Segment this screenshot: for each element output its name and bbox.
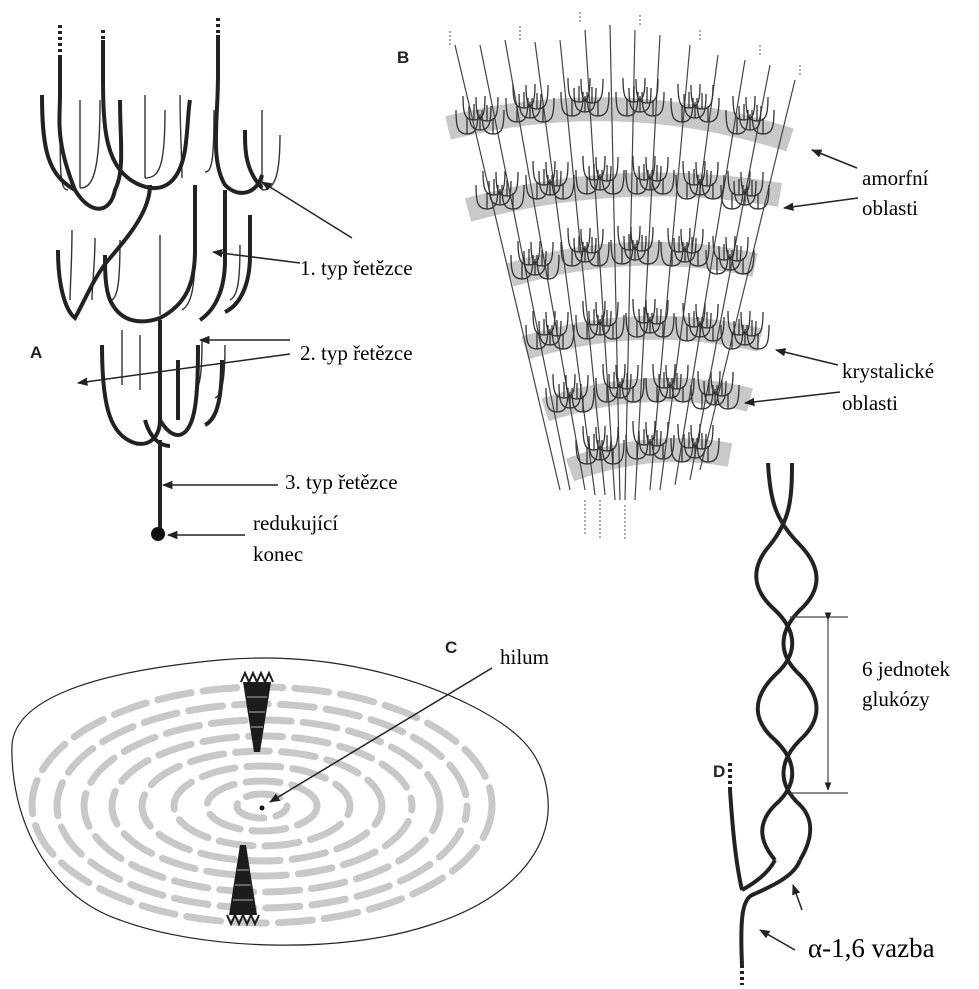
panel-d-diagram: D 6 jednotek glukózy α-1,6 vazba (713, 463, 951, 985)
c-hilum-dot (260, 806, 265, 811)
label-crystalline-1: krystalické (842, 359, 934, 383)
panel-c-diagram: C hilum (12, 638, 549, 945)
panel-b-letter: B (397, 48, 409, 67)
a-dotted-ends (60, 18, 218, 55)
panel-a-diagram: A (30, 18, 413, 566)
label-chain-type-2: 2. typ řetězce (300, 341, 413, 365)
label-reducing-end-2: konec (253, 542, 303, 566)
b-bands (448, 109, 790, 470)
panel-c-letter: C (445, 638, 457, 657)
a-reducing-end-dot (151, 527, 165, 541)
label-chain-type-1: 1. typ řetězce (300, 256, 413, 280)
label-hilum: hilum (500, 645, 549, 669)
d-bond-arrow-1 (793, 885, 802, 910)
label-amorphous-2: oblasti (862, 196, 918, 220)
a-thick-chains (42, 35, 262, 446)
d-double-helix (730, 463, 817, 965)
label-crystalline-2: oblasti (842, 391, 898, 415)
panel-b-diagram: B (397, 12, 934, 540)
d-bond-arrow-2 (760, 930, 795, 950)
label-six-units-2: glukózy (862, 687, 930, 711)
c-cluster-top (241, 673, 273, 752)
panel-d-letter: D (713, 762, 725, 781)
label-amorphous-1: amorfní (862, 166, 929, 190)
label-chain-type-3: 3. typ řetězce (285, 470, 398, 494)
label-alpha-bond: α-1,6 vazba (808, 933, 935, 963)
label-reducing-end-1: redukující (253, 511, 338, 535)
d-dimension-bracket (790, 617, 848, 793)
label-six-units-1: 6 jednotek (862, 657, 951, 681)
panel-a-letter: A (30, 343, 42, 362)
